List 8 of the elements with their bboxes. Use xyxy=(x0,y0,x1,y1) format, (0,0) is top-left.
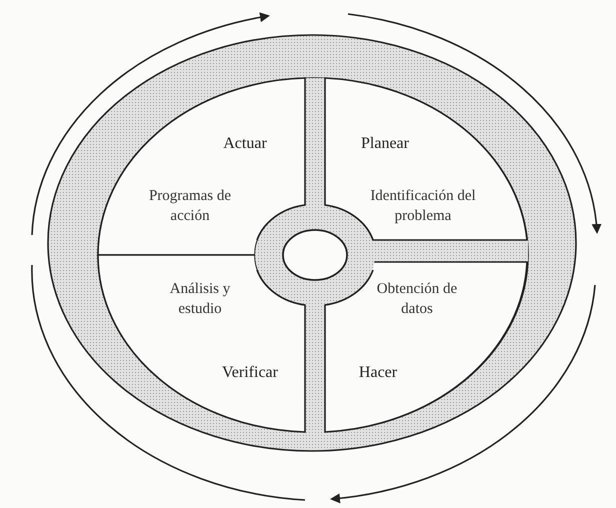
step-label: Identificación del problema xyxy=(369,187,477,226)
phase-label: Actuar xyxy=(222,134,268,154)
phase-label: Planear xyxy=(360,134,410,154)
step-label: Programas de acción xyxy=(148,187,232,226)
phase-label: Hacer xyxy=(358,363,398,383)
step-label: Obtención de datos xyxy=(376,280,458,319)
phase-label: Verificar xyxy=(221,363,279,383)
step-label: Análisis y estudio xyxy=(168,280,232,319)
